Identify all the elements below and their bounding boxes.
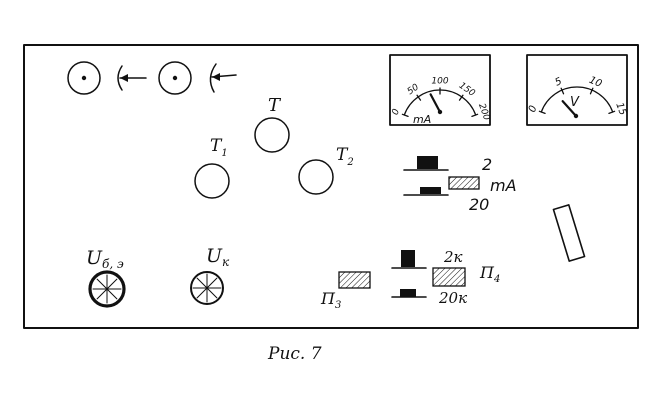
switch-p4-label: П4 [479, 263, 500, 285]
toggle-switch[interactable] [552, 204, 586, 262]
panel-frame [23, 44, 639, 329]
arrow-left-icon [117, 65, 147, 91]
current-range-upper: 2 [482, 155, 492, 174]
arrow-left-icon [209, 63, 237, 93]
knob-spoke [196, 277, 208, 289]
meter-tick-label: 150 [457, 81, 477, 99]
resistance-range-upper: 2к [443, 248, 463, 266]
switch-p3-label: П3 [320, 289, 341, 311]
meter-tick-mark [538, 110, 546, 115]
meter-tick-mark [416, 94, 422, 101]
current-range-unit: mA [490, 176, 517, 195]
meter-tick-label: 50 [406, 82, 421, 97]
milliammeter-unit: mA [413, 113, 431, 126]
socket-t2-subscript: 2 [346, 157, 353, 168]
meter-tick-label: 10 [587, 75, 603, 90]
knob-spoke [96, 278, 108, 290]
knob-u-k-subscript: к [222, 255, 230, 269]
meter-tick-label: 0 [527, 104, 540, 114]
meter-tick-mark [608, 110, 616, 115]
indicator-lamp-1 [67, 61, 101, 95]
milliammeter-needle [429, 93, 442, 114]
meter-tick-mark [589, 87, 594, 95]
socket-t-label: T [268, 95, 282, 116]
meter-tick-mark [401, 113, 409, 118]
socket-t1-label: T1 [210, 136, 228, 159]
knob-u-be-subscript: б, э [102, 257, 124, 271]
knob-u-k-label: Uк [206, 245, 230, 269]
current-range-switch[interactable] [403, 156, 480, 196]
meter-tick-mark [560, 87, 565, 95]
meter-tick-label: 0 [391, 107, 402, 116]
knob-spoke [206, 287, 218, 299]
knob-u-k[interactable] [190, 271, 224, 305]
voltmeter-needle [561, 100, 578, 118]
knob-spoke [106, 278, 118, 290]
switch-p4-subscript: 4 [493, 274, 500, 285]
socket-t1-subscript: 1 [221, 148, 227, 159]
figure-caption: Рис. 7 [267, 344, 322, 364]
knob-spoke [106, 288, 118, 300]
knob-u-be[interactable] [88, 270, 126, 308]
knob-spoke [96, 288, 108, 300]
switch-p3[interactable] [338, 271, 371, 289]
socket-t2-label: T2 [336, 145, 354, 168]
socket-t2[interactable] [298, 159, 334, 195]
voltmeter: 0 5 10 15 V [526, 54, 628, 126]
indicator-lamp-2 [158, 61, 192, 95]
meter-tick-label: 15 [613, 101, 628, 117]
voltmeter-unit: V [570, 95, 580, 110]
meter-tick-label: 5 [553, 76, 563, 89]
knob-spoke [206, 277, 218, 289]
meter-tick-mark [458, 94, 464, 101]
meter-tick-mark [471, 113, 479, 118]
knob-spoke [196, 287, 208, 299]
knob-u-be-label: Uб, э [86, 247, 124, 271]
resistance-range-switch[interactable] [391, 250, 466, 298]
resistance-range-lower: 20к [438, 289, 467, 307]
socket-t1[interactable] [194, 163, 230, 199]
switch-p3-subscript: 3 [335, 300, 341, 311]
current-range-lower: 20 [469, 195, 489, 214]
meter-tick-label: 100 [431, 77, 448, 87]
socket-t[interactable] [254, 117, 290, 153]
